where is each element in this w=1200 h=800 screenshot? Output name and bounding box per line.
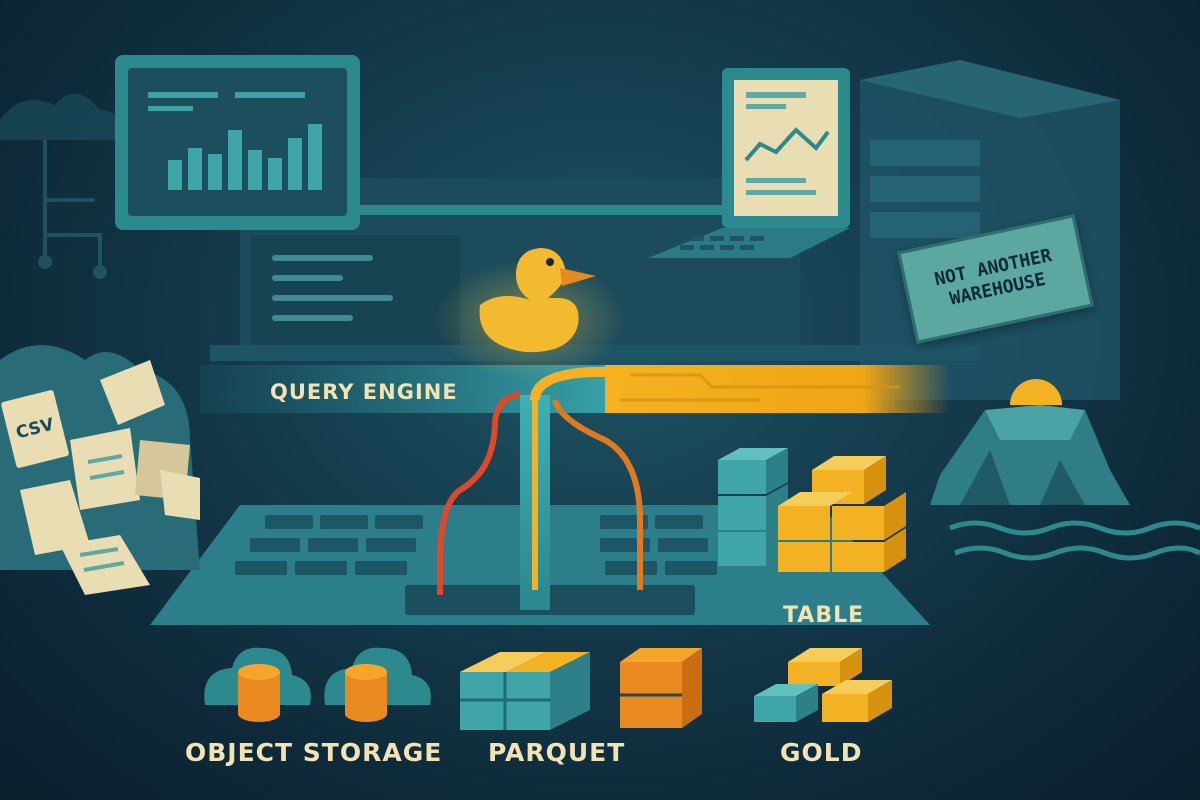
gold-label: GOLD (780, 738, 863, 767)
table-label: TABLE (783, 603, 865, 628)
sign-text: NOT ANOTHER WAREHOUSE (932, 245, 1054, 310)
parquet-label: PARQUET (488, 738, 626, 767)
duck-icon (435, 248, 625, 380)
csv-label: CSV (14, 414, 56, 444)
cloud-database-icon (204, 647, 431, 722)
pipeline-connectors (437, 367, 643, 610)
monitor-bar-chart-icon (115, 55, 360, 230)
laptop-line-chart-icon (648, 68, 850, 258)
data-lake-icon (930, 379, 1200, 561)
file-pile-icon (0, 345, 200, 595)
table-cubes-icon (718, 448, 906, 572)
parquet-blocks-icon (460, 648, 702, 730)
cloud-network-icon (0, 93, 121, 279)
code-lines (272, 255, 393, 321)
query-engine-label: QUERY ENGINE (270, 380, 458, 404)
gold-beam (605, 365, 950, 413)
gold-blocks-icon (754, 648, 892, 722)
object-storage-label: OBJECT STORAGE (185, 738, 443, 767)
